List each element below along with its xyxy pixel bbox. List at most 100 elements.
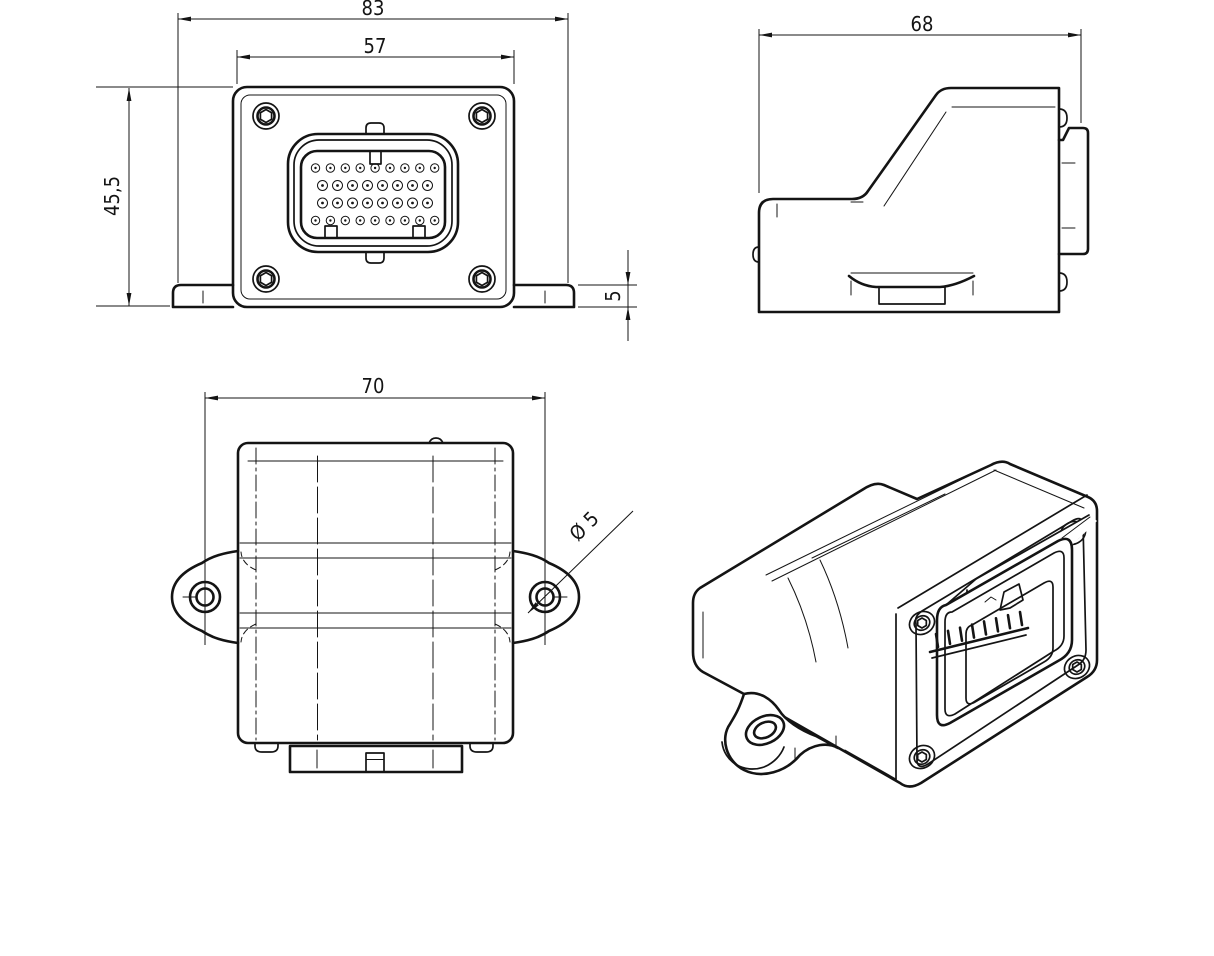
connector-pin-center <box>411 201 414 205</box>
connector-pin-center <box>411 184 414 187</box>
connector-pin <box>332 180 343 191</box>
connector-pin <box>377 197 388 209</box>
connector-pin-center <box>321 184 324 187</box>
connector-pin <box>385 163 395 173</box>
dimension-overall-height: 45,5 <box>96 86 233 307</box>
connector-pin-center <box>426 201 429 205</box>
dim-text-83: 83 <box>362 0 385 20</box>
connector-pin <box>317 197 328 209</box>
connector-pin-center <box>351 201 354 205</box>
iso-pin-blade <box>982 620 988 636</box>
iso-pin-blade <box>1006 613 1012 630</box>
top-connector <box>254 742 494 774</box>
connector-pin <box>422 180 433 191</box>
front-flange-right <box>512 283 576 309</box>
connector-tab-bottom <box>365 251 385 264</box>
connector-pin-center <box>381 201 384 205</box>
connector-pin-center <box>373 166 377 170</box>
screw-icon <box>468 102 496 130</box>
dimension-flange-thickness: 5 <box>578 250 637 341</box>
dimension-body-width: 57 <box>236 34 515 84</box>
connector-pin-center <box>329 219 332 222</box>
connector-pin-center <box>433 166 436 170</box>
iso-pin-blade <box>934 632 940 649</box>
dim-text-70: 70 <box>362 374 385 398</box>
connector-pin <box>400 215 410 226</box>
connector-pin <box>430 163 440 173</box>
screw-icon <box>468 265 496 293</box>
isometric-view <box>691 460 1099 788</box>
connector-pin-center <box>388 219 392 222</box>
connector-pin-center <box>344 166 347 170</box>
connector-pin <box>430 215 440 226</box>
iso-front-plate <box>895 494 1088 781</box>
connector-pin <box>362 180 373 191</box>
connector-pin-center <box>388 166 392 170</box>
connector-pin <box>392 180 403 191</box>
connector-pin <box>355 215 365 226</box>
connector-pin-center <box>418 219 421 222</box>
connector-pin <box>362 197 373 209</box>
connector-pin-center <box>418 166 421 170</box>
top-ear-left <box>170 549 240 645</box>
connector-pin-center <box>336 184 339 187</box>
connector-pin <box>415 163 425 173</box>
iso-connector-tab <box>999 583 1024 611</box>
side-view: 68 <box>752 12 1090 314</box>
connector-pin-center <box>403 219 407 222</box>
connector-pin-center <box>314 219 317 222</box>
connector-tab-top <box>365 122 385 135</box>
side-connector-block <box>1057 126 1090 256</box>
connector-pin-center <box>396 201 399 205</box>
screw-icon <box>908 610 936 636</box>
connector-pin-center <box>366 184 369 187</box>
dim-text-dia5: Ø 5 <box>564 506 603 545</box>
front-connector <box>286 122 460 264</box>
connector-pin-field <box>310 163 440 226</box>
side-body <box>752 86 1090 314</box>
front-screws <box>252 102 496 293</box>
dimension-overall-depth: 68 <box>758 12 1082 193</box>
connector-pin <box>392 197 403 209</box>
iso-mounting-hole <box>744 713 786 747</box>
connector-pin-center <box>426 184 429 187</box>
connector-pin <box>377 180 388 191</box>
connector-pin <box>325 215 336 226</box>
connector-pin <box>370 215 380 226</box>
connector-pin-center <box>359 166 362 170</box>
dim-text-45-5: 45,5 <box>100 176 124 216</box>
connector-pin <box>310 163 321 173</box>
connector-pin <box>325 163 336 173</box>
connector-pin-center <box>314 166 317 170</box>
connector-pin <box>407 180 418 191</box>
dim-text-5: 5 <box>601 290 625 301</box>
iso-ear <box>721 691 840 776</box>
connector-pin <box>370 163 380 173</box>
front-flange-left <box>171 283 235 309</box>
connector-pin <box>385 215 395 226</box>
dimension-overall-width: 83 <box>177 0 569 283</box>
connector-pin-center <box>344 219 347 222</box>
connector-pin-center <box>366 201 369 205</box>
iso-pin-blade <box>958 626 964 643</box>
connector-pin <box>317 180 328 191</box>
dim-text-68: 68 <box>911 12 934 36</box>
top-view: 70 <box>170 374 634 774</box>
screw-icon <box>1063 654 1091 680</box>
connector-pin <box>332 197 343 209</box>
connector-pin <box>310 215 321 226</box>
dimension-hole-spacing: 70 <box>204 374 546 645</box>
connector-pin <box>355 163 365 173</box>
iso-pin-blades <box>934 610 1024 649</box>
connector-pin-center <box>433 219 436 222</box>
connector-pin-center <box>329 166 332 170</box>
connector-pin <box>422 197 433 209</box>
connector-pin <box>340 215 350 226</box>
front-body <box>171 85 576 309</box>
top-ear-right <box>511 549 581 645</box>
screw-icon <box>908 744 936 770</box>
iso-top-lines <box>702 463 1085 780</box>
connector-pin <box>415 215 425 226</box>
iso-pin-blade <box>970 623 976 639</box>
